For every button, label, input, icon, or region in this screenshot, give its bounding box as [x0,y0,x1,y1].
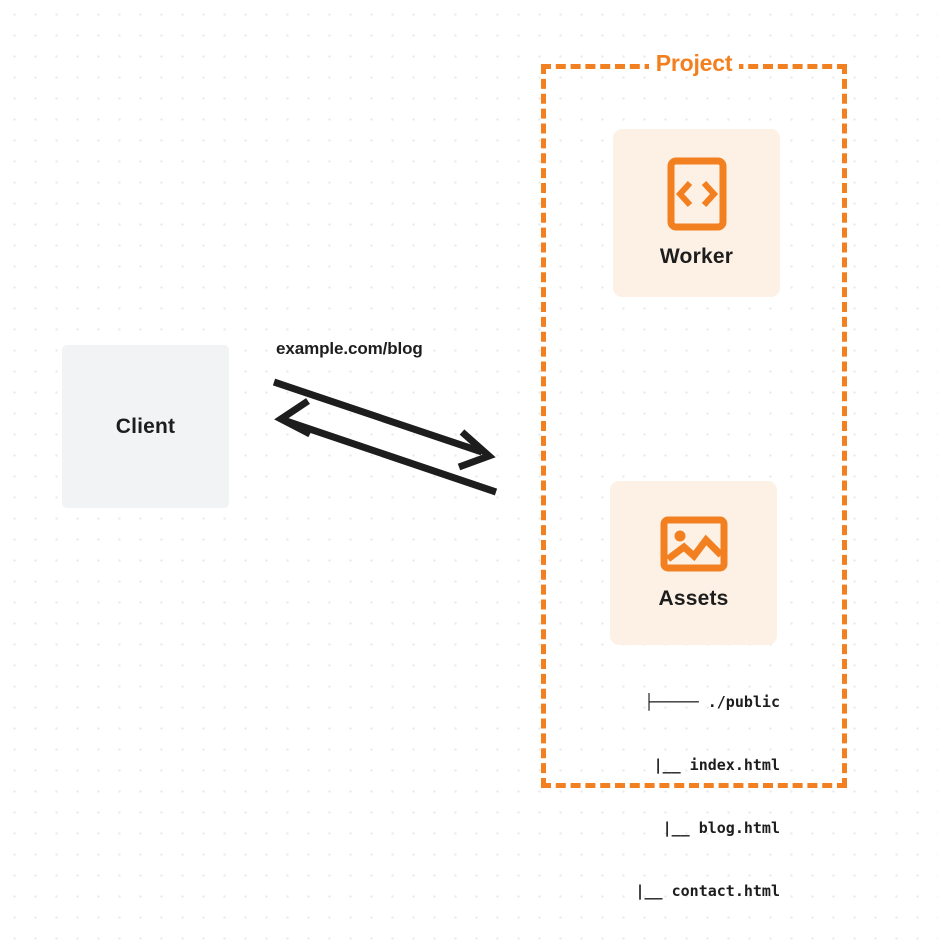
worker-card[interactable]: Worker [613,129,780,297]
file-tree-row: |__ blog.html [662,819,780,837]
project-title: Project [541,50,847,77]
code-brackets-icon [667,157,727,231]
file-tree-row: |__ contact.html [635,882,781,900]
client-label: Client [115,414,176,438]
assets-card[interactable]: Assets [610,481,777,645]
connector-arrows [250,330,520,515]
assets-label: Assets [658,587,729,610]
assets-file-tree: ├───── ./public |__ index.html |__ blog.… [584,650,781,944]
response-arrow-icon [274,398,498,496]
diagram-canvas: Client example.com/blog Project [62,50,847,900]
request-arrow-icon [272,378,496,471]
file-tree-row: |__ index.html [653,756,780,774]
file-tree-row: ├───── ./public [644,693,780,711]
image-icon [660,515,728,573]
client-node[interactable]: Client [62,345,229,508]
worker-label: Worker [659,245,734,268]
request-url-label: example.com/blog [276,339,423,358]
project-title-text: Project [648,50,740,76]
